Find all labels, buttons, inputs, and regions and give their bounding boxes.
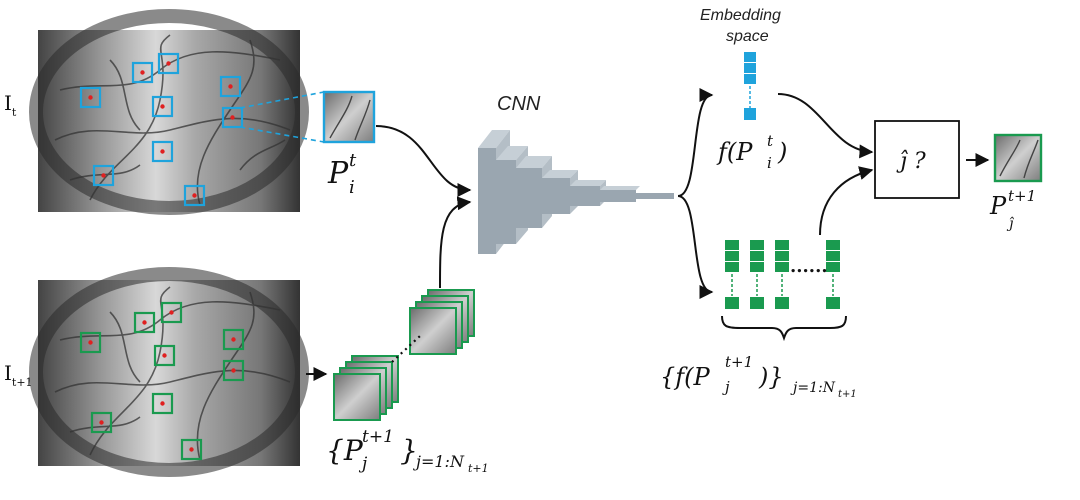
arrow-embed-blue-to-decision: [777, 93, 874, 159]
decision-label: ĵ ?: [896, 149, 926, 174]
frame-t-blue-boxes: [79, 52, 244, 207]
embedding-brace: [721, 315, 847, 342]
arrow-patch-to-cnn: [375, 125, 472, 197]
embedding-ellipsis: ......: [790, 256, 828, 277]
result-patch-thumbnail: [993, 133, 1043, 183]
patch-stack-back: [409, 289, 475, 355]
cnn-block: [478, 130, 674, 254]
frame-t1-image: [29, 267, 309, 477]
embedding-vector-green-1: [725, 240, 739, 309]
embedding-vector-green-2: [750, 240, 764, 309]
frame-t-label: It: [4, 91, 17, 119]
frame-t-image: [29, 9, 309, 215]
vessel-lines: [54, 34, 291, 206]
embedding-title-1: Embedding: [700, 7, 781, 24]
frame-t1-keypoints: [88, 310, 236, 452]
embedding-vector-blue: [744, 52, 756, 120]
frame-t1-green-boxes: [79, 301, 245, 461]
cnn-label: CNN: [497, 93, 541, 115]
arrow-stack-to-cnn: [439, 196, 472, 289]
embedding-vector-green-3: [775, 240, 789, 309]
embedding-title-2: space: [726, 28, 769, 45]
arrow-embed-green-to-decision: [819, 166, 874, 236]
patch-stack-front: [333, 355, 399, 421]
arrow-cnn-to-embed-top: [677, 88, 714, 197]
frame-t1-label: It+1: [4, 361, 33, 389]
embedding-vector-green-4: [826, 240, 840, 309]
arrow-cnn-to-embed-bottom: [677, 195, 714, 299]
decision-box: [874, 120, 960, 199]
patch-i-thumbnail: [322, 90, 376, 144]
patch-stack-dots: [391, 335, 421, 363]
embedding-vectors-green: [725, 240, 840, 309]
frame-t-keypoints: [88, 61, 235, 198]
